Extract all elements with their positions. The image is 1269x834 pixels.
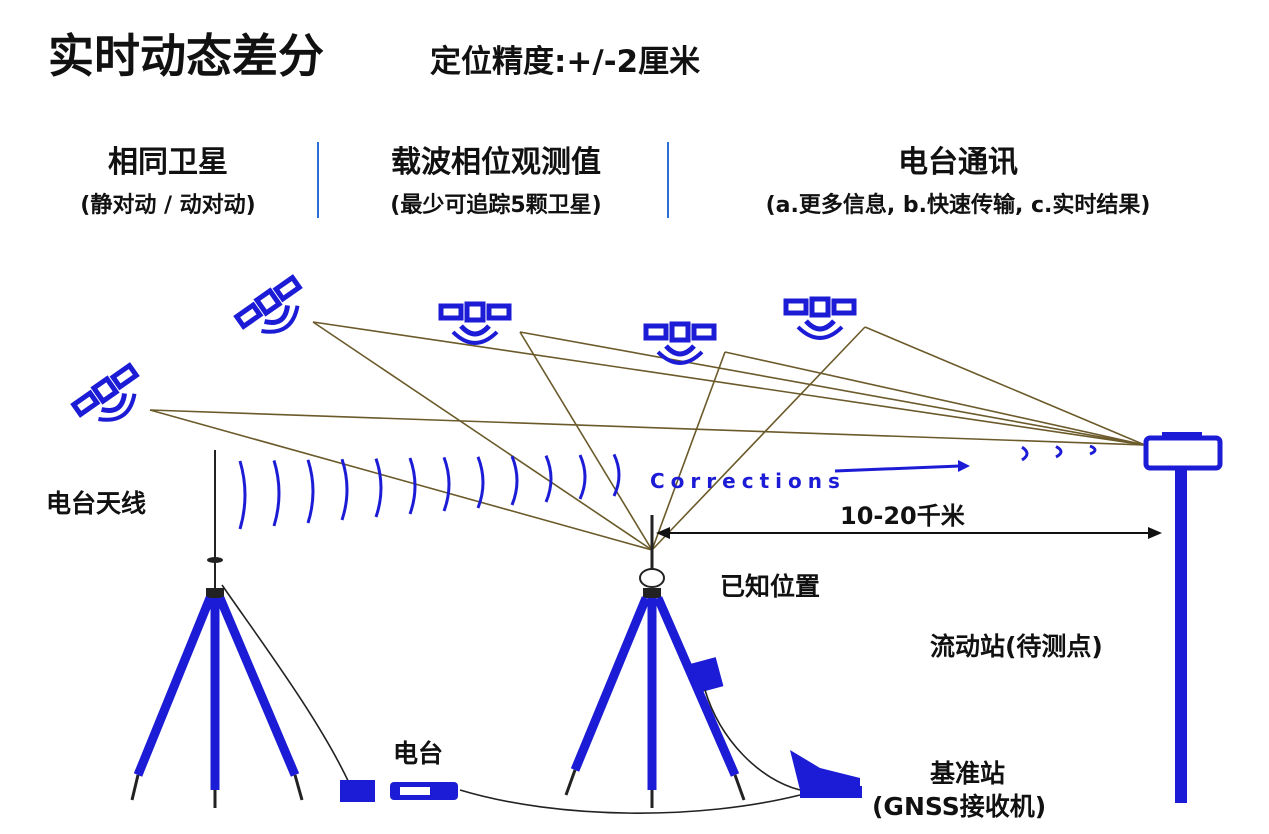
radio-antenna-label: 电台天线 [46,489,146,518]
radio-label: 电台 [393,739,443,768]
radio-wave [1089,444,1097,456]
distance-arrow: 10-20千米 [656,502,1162,539]
radio-unit [340,780,458,802]
signal-line [651,351,726,551]
satellite-icon [643,321,717,365]
radio-wave [1055,445,1063,459]
radio-wave [272,459,281,527]
signal-line [651,326,866,551]
distance-label: 10-20千米 [840,502,965,530]
signal-line [312,321,1146,446]
gnss-receiver [790,750,862,798]
signal-line [519,331,1146,446]
column-note: (a.更多信息, b.快速传输, c.实时结果) [766,192,1151,218]
signal-line [312,321,653,551]
radio-wave [442,456,451,512]
radio-wave [544,455,553,503]
column-note: (静对动 / 动对动) [80,192,255,218]
radio-waves [238,444,1097,530]
column-heading: 电台通讯 [898,145,1018,180]
radio-wave [306,459,315,524]
signal-line [149,409,653,551]
corrections-label: Corrections [650,469,846,493]
signal-line [724,351,1146,446]
known-position-label: 已知位置 [720,572,820,601]
corrections-arrow [834,464,961,473]
radio-wave [408,457,417,515]
base-station-label: 基准站 [930,759,1005,788]
column-note: (最少可追踪5颗卫星) [390,192,601,218]
signal-line [149,409,1146,446]
satellite-icon [233,274,303,334]
signal-line [864,326,1146,446]
column-heading: 载波相位观测值 [391,145,601,180]
radio-wave [612,453,621,497]
feature-columns: 相同卫星 (静对动 / 动对动) 载波相位观测值 (最少可追踪5颗卫星) 电台通… [80,142,1150,218]
radio-wave [238,460,247,530]
radio-wave [1021,445,1029,462]
rover-label: 流动站(待测点) [930,632,1103,661]
column-heading: 相同卫星 [108,145,228,180]
cables [221,584,801,814]
arrow-head [958,460,970,472]
rover-pole [1143,432,1223,803]
radio-antenna-tripod [130,450,304,808]
satellite-icon [783,296,857,340]
title: 实时动态差分 [48,29,324,83]
satellite-signal-lines [149,321,1146,551]
radio-wave [374,458,383,518]
satellite-icon [438,301,512,345]
radio-wave [476,456,485,509]
signal-line [519,331,653,551]
satellites [70,274,857,422]
radio-wave [340,458,349,521]
gnss-receiver-label: (GNSS接收机) [872,792,1046,821]
radio-wave [510,455,519,506]
satellite-icon [70,362,140,422]
radio-wave [578,454,587,500]
subtitle: 定位精度:+/-2厘米 [430,44,700,80]
base-station-tripod [564,515,746,808]
